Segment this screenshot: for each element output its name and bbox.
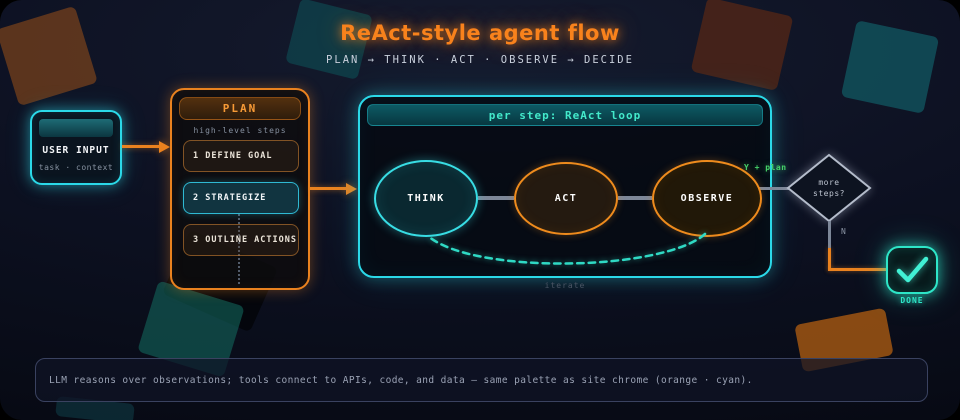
user-input-node: USER INPUT task · context (30, 110, 122, 185)
user-input-subtitle: task · context (38, 163, 114, 172)
no-branch-line-orange-horizontal (828, 268, 886, 271)
no-branch-line-gray (828, 221, 831, 248)
connector-think-act (478, 196, 514, 200)
plan-panel-title: PLAN (179, 97, 301, 120)
arrow-right-icon (159, 140, 170, 153)
decision-diamond: more steps? (785, 152, 873, 224)
page-title: ReAct-style agent flow (340, 21, 620, 45)
decorative-square-brown (690, 0, 794, 91)
think-node: THINK (374, 160, 478, 237)
connector-observe-decision (752, 187, 792, 190)
plan-step-define-goal: 1 DEFINE GOAL (183, 140, 299, 172)
no-branch-line-orange-vertical (828, 248, 831, 270)
react-loop-title: per step: ReAct loop (367, 104, 763, 126)
plan-step-strategize: 2 STRATEGIZE (183, 182, 299, 214)
plan-continuation-dotted-line (238, 214, 240, 284)
done-node (886, 246, 938, 294)
decision-label-line2: steps? (813, 189, 845, 198)
decision-label: more steps? (785, 152, 873, 224)
connector-userinput-plan (122, 145, 160, 148)
connector-act-observe (618, 196, 652, 200)
plan-step-outline-actions: 3 OUTLINE ACTIONS (183, 224, 299, 256)
decision-label-line1: more (818, 178, 840, 187)
plan-panel-subtitle: high-level steps (193, 126, 287, 135)
observe-node: OBSERVE (652, 160, 762, 237)
yes-branch-label: Y + plan (744, 163, 787, 172)
flow-summary: PLAN → THINK · ACT · OBSERVE → DECIDE (326, 54, 634, 66)
iterate-label: iterate (544, 281, 586, 290)
footer-note: LLM reasons over observations; tools con… (35, 358, 928, 402)
connector-plan-loop (310, 187, 347, 190)
checkmark-icon (896, 256, 929, 283)
arrow-right-icon (346, 182, 357, 195)
plan-panel: PLAN high-level steps 1 DEFINE GOAL 2 ST… (170, 88, 310, 290)
no-branch-label: N (841, 227, 846, 236)
user-input-header-bar (39, 119, 113, 137)
done-label: DONE (900, 296, 924, 305)
user-input-title: USER INPUT (42, 145, 110, 156)
act-node: ACT (514, 162, 618, 235)
